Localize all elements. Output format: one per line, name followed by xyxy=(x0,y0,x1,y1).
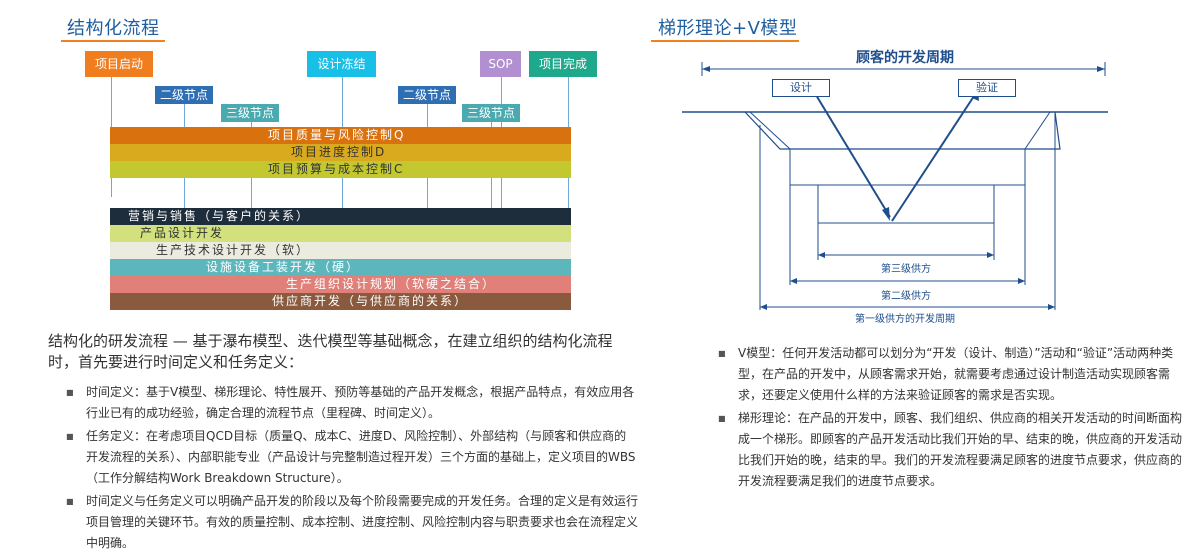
arrow-head-left xyxy=(702,66,710,72)
track-sales: 营销与销售（与客户的关系） xyxy=(110,208,571,225)
track-label: 产品设计开发 xyxy=(140,226,225,240)
trapezoid-level3 xyxy=(817,184,995,224)
arrow-head-right xyxy=(1097,66,1105,72)
v-model-svg xyxy=(682,62,1108,310)
track-label: 生产技术设计开发（软） xyxy=(156,243,311,257)
trapezoid-wall xyxy=(1024,111,1051,150)
milestone-design-freeze: 设计冻结 xyxy=(307,51,376,77)
level2-supplier-label: 第二级供方 xyxy=(881,291,931,302)
milestone-sop: SOP xyxy=(480,51,521,77)
list-item: 时间定义与任务定义可以明确产品开发的阶段以及每个阶段需要完成的开发任务。合理的定… xyxy=(66,491,638,554)
trapezoid-level2 xyxy=(789,148,1026,186)
left-section-title: 结构化流程 xyxy=(67,18,160,39)
node-level3: 三级节点 xyxy=(221,104,279,122)
verify-box: 验证 xyxy=(958,79,1016,97)
design-box: 设计 xyxy=(772,79,830,97)
milestone-project-start: 项目启动 xyxy=(85,51,153,77)
node-level2: 二级节点 xyxy=(398,86,456,104)
track-label: 营销与销售（与客户的关系） xyxy=(128,209,311,223)
list-item: 梯形理论：在产品的开发中，顾客、我们组织、供应商的相关开发活动的时间断面构成一个… xyxy=(718,408,1183,492)
intro-paragraph: 结构化的研发流程 — 基于瀑布模型、迭代模型等基础概念，在建立组织的结构化流程时… xyxy=(48,332,613,371)
node-level3: 三级节点 xyxy=(462,104,520,122)
right-section-title: 梯形理论+V模型 xyxy=(658,18,798,39)
milestone-project-complete: 项目完成 xyxy=(529,51,597,77)
trapezoid-wall xyxy=(749,111,791,150)
v-right-arm xyxy=(891,92,977,222)
v-left-arm xyxy=(815,94,891,218)
band-quality-control: 项目质量与风险控制Q xyxy=(110,127,571,144)
track-label: 供应商开发（与供应商的关系） xyxy=(272,294,469,308)
right-bullet-list: V模型：任何开发活动都可以划分为“开发（设计、制造）”活动和“验证”活动两种类型… xyxy=(716,343,1183,494)
track-label: 生产组织设计规划（软硬之结合） xyxy=(286,277,497,291)
band-label: 项目预算与成本控制C xyxy=(268,162,405,176)
right-title-underline xyxy=(651,40,799,42)
track-org-planning: 生产组织设计规划（软硬之结合） xyxy=(110,276,571,293)
v-model-diagram: 顾客的开发周期 设计 验证 第三级供方 第二级供方 第一级供方的开发周期 xyxy=(680,45,1110,330)
track-product-design: 产品设计开发 xyxy=(110,225,571,242)
band-label: 项目进度控制D xyxy=(291,145,387,159)
v-left-arrowhead xyxy=(882,207,890,221)
track-production-tech: 生产技术设计开发（软） xyxy=(110,242,571,259)
list-item: 任务定义：在考虑项目QCD目标（质量Q、成本C、进度D、风险控制）、外部结构（与… xyxy=(66,426,638,489)
customer-cycle-label: 顾客的开发周期 xyxy=(856,50,954,66)
level1-supplier-label: 第一级供方的开发周期 xyxy=(855,314,955,325)
band-cost-control: 项目预算与成本控制C xyxy=(110,161,571,178)
trapezoid-level1 xyxy=(744,111,1061,150)
band-label: 项目质量与风险控制Q xyxy=(268,128,406,142)
band-progress-control: 项目进度控制D xyxy=(110,144,571,161)
track-supplier: 供应商开发（与供应商的关系） xyxy=(110,293,571,310)
node-level2: 二级节点 xyxy=(155,86,213,104)
level3-supplier-label: 第三级供方 xyxy=(881,264,931,275)
list-item: V模型：任何开发活动都可以划分为“开发（设计、制造）”活动和“验证”活动两种类型… xyxy=(718,343,1183,406)
track-equipment: 设施设备工装开发（硬） xyxy=(110,259,571,276)
left-bullet-list: 时间定义：基于V模型、梯形理论、特性展开、预防等基础的产品开发概念，根据产品特点… xyxy=(64,382,638,556)
track-label: 设施设备工装开发（硬） xyxy=(206,260,361,274)
left-title-underline xyxy=(61,40,165,42)
list-item: 时间定义：基于V模型、梯形理论、特性展开、预防等基础的产品开发概念，根据产品特点… xyxy=(66,382,638,424)
